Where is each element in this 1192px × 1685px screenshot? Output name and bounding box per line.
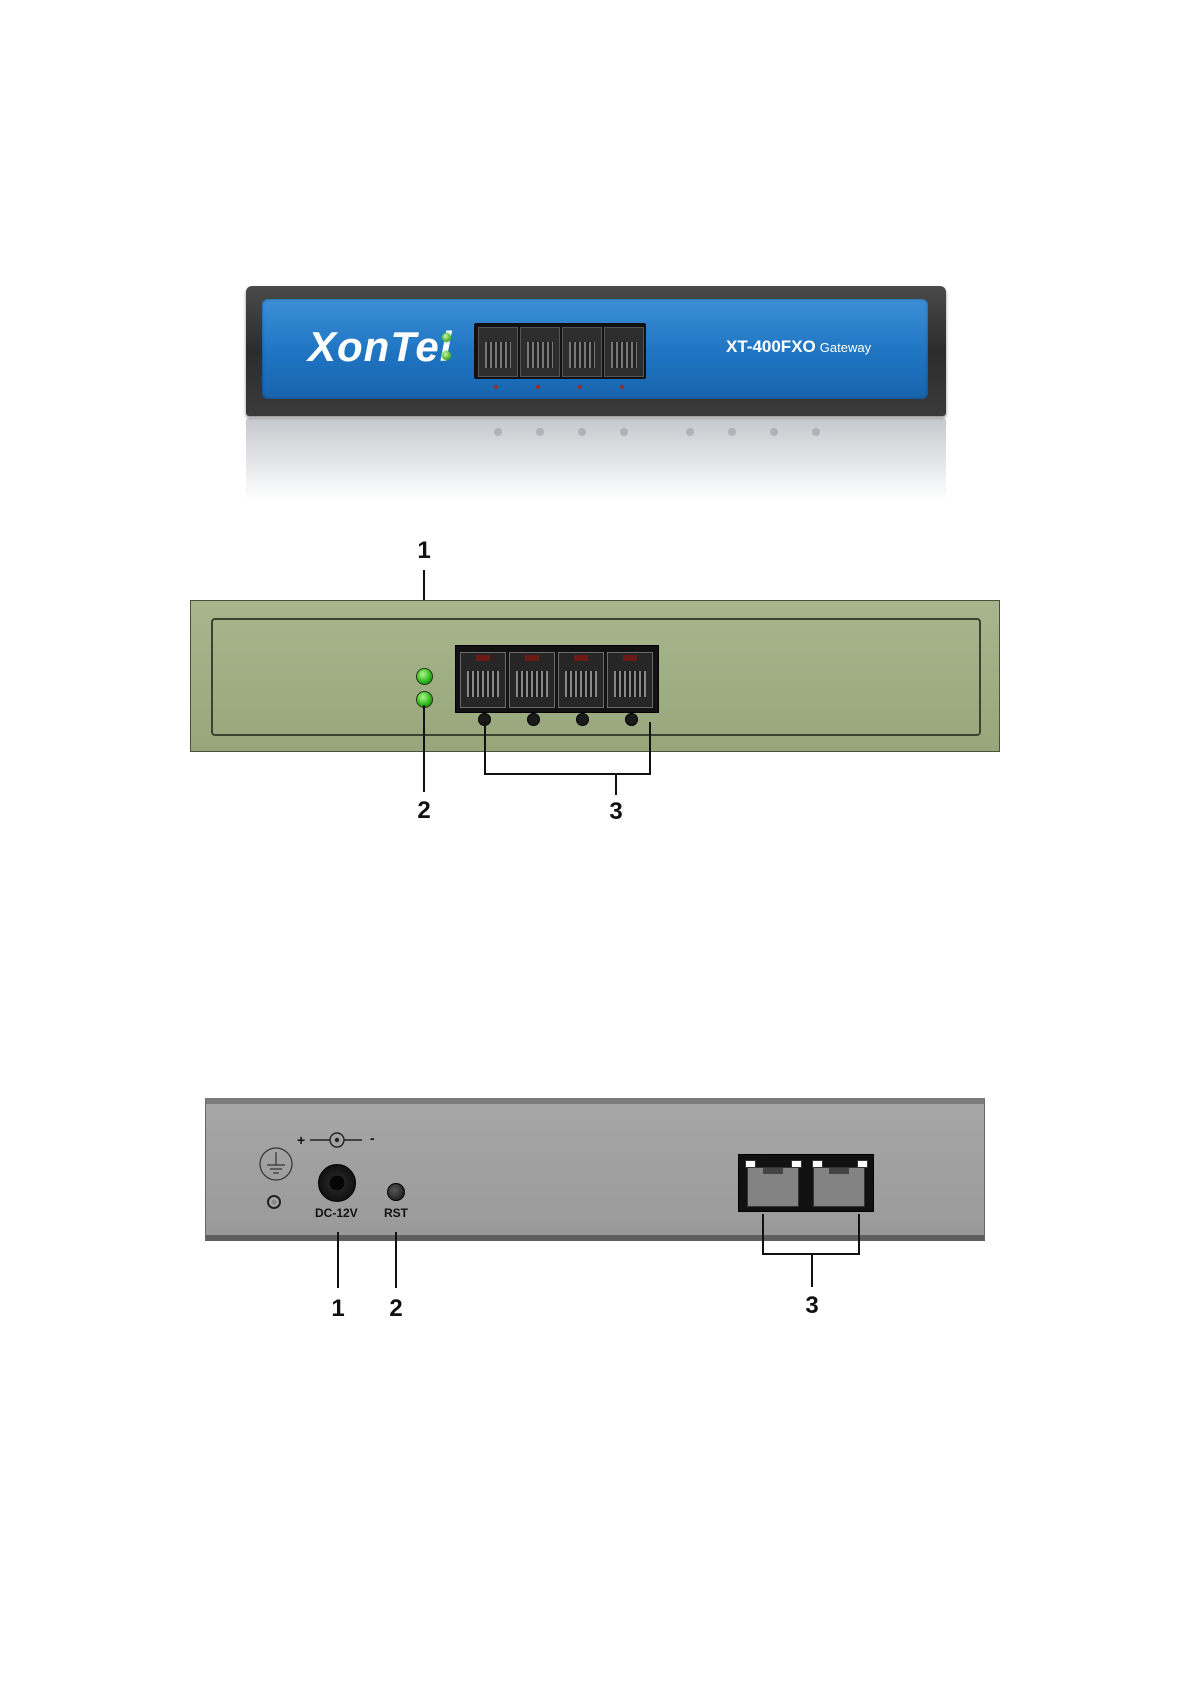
photo-fxo-port: [520, 327, 560, 377]
photo-fxo-ports: [474, 323, 646, 379]
reset-button: [387, 1183, 405, 1201]
ethernet-port-1: [747, 1167, 799, 1207]
photo-port-indicator: [536, 385, 540, 389]
front-callout-3: 3: [601, 798, 631, 826]
device-chassis: XonTel XT-400FXO Gateway: [246, 286, 946, 416]
rear-callout-1-leader: [337, 1232, 339, 1288]
front-fxo-ports: [455, 645, 659, 713]
ground-icon: [256, 1144, 296, 1184]
rear-callout-3-leader: [811, 1255, 813, 1287]
rst-label: RST: [384, 1206, 408, 1220]
ground-screw: [267, 1195, 281, 1209]
photo-port-indicator: [578, 385, 582, 389]
rear-callout-2-leader: [395, 1232, 397, 1288]
dc-12v-label: DC-12V: [315, 1206, 358, 1220]
front-led-1: [416, 668, 433, 685]
model-name: XT-400FXO: [726, 337, 816, 356]
front-callout-2-leader: [423, 705, 425, 792]
reflection-dot: [620, 428, 628, 436]
rear-callout-2: 2: [381, 1295, 411, 1323]
photo-led-1: [442, 333, 451, 342]
photo-led-2: [442, 351, 451, 360]
front-fxo-port: [460, 652, 506, 708]
reflection-dot: [770, 428, 778, 436]
front-callout-2: 2: [409, 797, 439, 825]
rear-callout-3: 3: [797, 1292, 827, 1320]
front-callout-3-leader: [615, 775, 617, 795]
photo-port-indicator: [494, 385, 498, 389]
photo-fxo-port: [478, 327, 518, 377]
reflection-dot: [536, 428, 544, 436]
front-fxo-port: [607, 652, 653, 708]
ethernet-led: [791, 1160, 802, 1168]
ethernet-ports: [738, 1154, 874, 1212]
front-fxo-port: [558, 652, 604, 708]
front-callout-1: 1: [409, 537, 439, 565]
rear-panel-drawing: + - DC-12V RST: [205, 1098, 987, 1243]
polarity-minus: -: [370, 1130, 375, 1146]
dc-polarity-icon: [308, 1130, 368, 1150]
rear-callout-3-bracket: [762, 1214, 860, 1255]
photo-reflection: [246, 418, 946, 501]
reflection-dot: [728, 428, 736, 436]
reflection-dot: [494, 428, 502, 436]
reflection-dot: [812, 428, 820, 436]
photo-fxo-port: [562, 327, 602, 377]
rear-callout-1: 1: [323, 1295, 353, 1323]
model-label: XT-400FXO Gateway: [726, 337, 871, 357]
front-fxo-port: [509, 652, 555, 708]
model-suffix: Gateway: [820, 340, 871, 355]
rear-panel-body: + - DC-12V RST: [205, 1098, 985, 1241]
photo-fxo-port: [604, 327, 644, 377]
dc-power-jack: [318, 1164, 356, 1202]
polarity-plus: +: [297, 1132, 305, 1148]
brand-logo: XonTel: [308, 323, 452, 371]
photo-port-indicator: [620, 385, 624, 389]
ethernet-led: [857, 1160, 868, 1168]
ethernet-port-2: [813, 1167, 865, 1207]
front-callout-3-bracket: [484, 722, 651, 775]
device-front-photo: XonTel XT-400FXO Gateway: [246, 286, 946, 501]
device-faceplate: XonTel XT-400FXO Gateway: [262, 299, 928, 399]
reflection-dot: [578, 428, 586, 436]
ethernet-led: [812, 1160, 823, 1168]
reflection-dot: [686, 428, 694, 436]
ethernet-led: [745, 1160, 756, 1168]
